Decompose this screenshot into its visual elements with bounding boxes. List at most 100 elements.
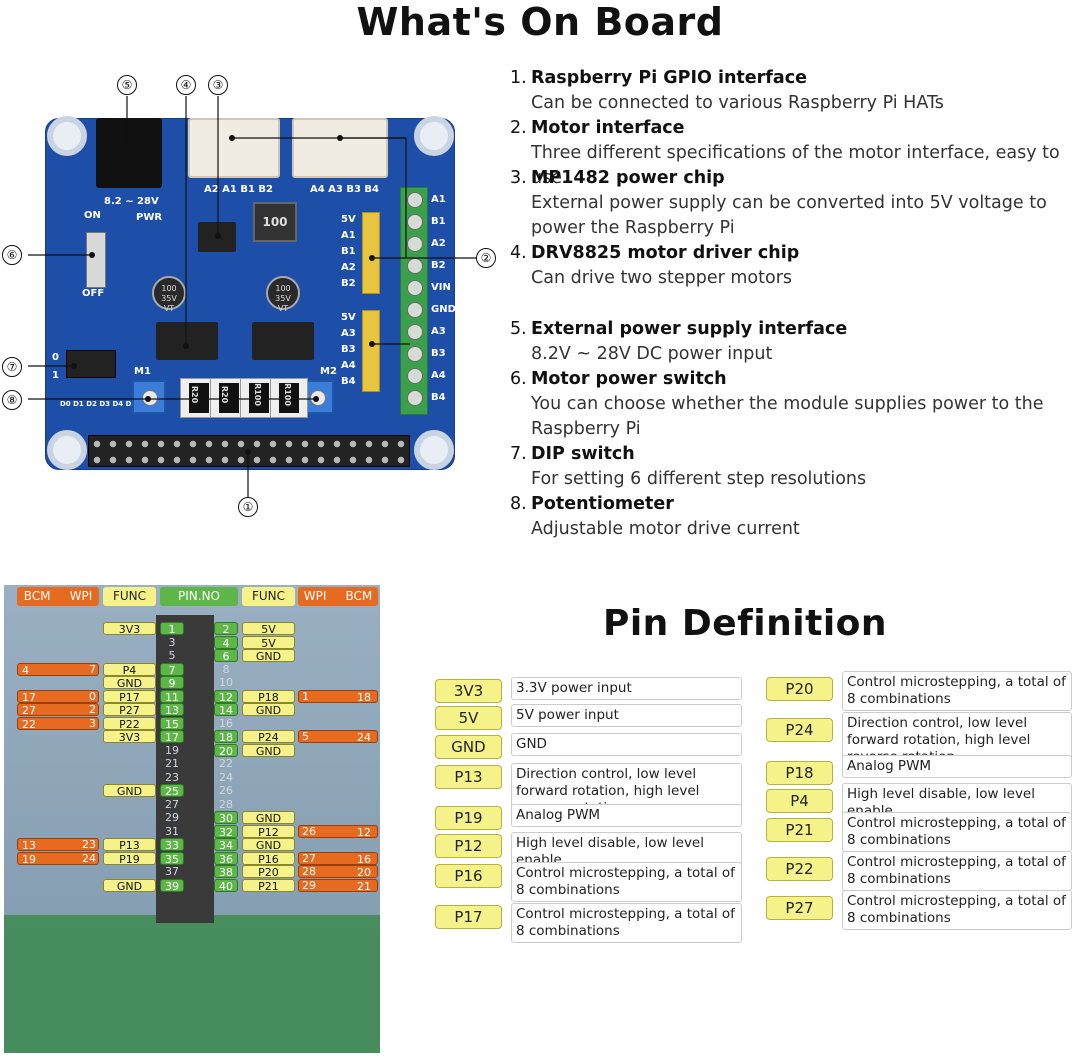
func-cell-right: P18: [242, 689, 295, 704]
func-cell-right: 5V: [242, 622, 295, 636]
feature-desc: For setting 6 different step resolutions: [531, 469, 867, 489]
feature-number: 3.: [510, 168, 527, 188]
power-switch: [86, 232, 106, 288]
header-label: A3: [341, 328, 356, 339]
drv8825-chip: [252, 322, 314, 360]
pin-number-right: 8: [222, 662, 230, 676]
pin-def-desc: Control microstepping, a total of 8 comb…: [842, 890, 1072, 930]
pin-def-desc: Control microstepping, a total of 8 comb…: [511, 903, 742, 943]
feature-desc: 8.2V ~ 28V DC power input: [531, 344, 773, 364]
hd-wpi: WPI: [69, 589, 93, 603]
switch-off-label: OFF: [82, 288, 105, 299]
callout-5: ⑤: [117, 75, 137, 95]
pin-number-left: 19: [165, 743, 179, 757]
pin-number-right: 4: [214, 635, 238, 650]
pin-def-desc: Control microstepping, a total of 8 comb…: [511, 862, 742, 902]
feature-desc: Can be connected to various Raspberry Pi…: [531, 93, 944, 113]
wpi-cell-right: 29: [302, 878, 316, 892]
bcm-cell: 17: [17, 689, 99, 704]
pin-number-left: 39: [160, 878, 184, 893]
pin-number-left: 5: [168, 649, 176, 662]
input-range-label: 8.2 ~ 28V: [104, 196, 159, 207]
board-illustration: 8.2 ~ 28V A2 A1 B1 B2 A4 A3 B3 B4 100 ON…: [0, 60, 500, 530]
col-header-wpi-bcm: WPI BCM: [298, 587, 378, 606]
header-label: 5V: [341, 214, 356, 225]
wpi-cell: 24: [82, 851, 96, 865]
wpi-bcm-cell-right: 12: [298, 824, 378, 839]
pin-number-left: 15: [160, 716, 184, 731]
screw-icon: [407, 280, 423, 296]
pin-number-left: 9: [160, 676, 184, 690]
pin-number-right: 16: [219, 716, 233, 730]
callout-lines: [28, 96, 477, 500]
drv8825-chip: [156, 322, 218, 360]
pin-number-left: 17: [160, 730, 184, 744]
callout-3: ③: [208, 75, 228, 95]
pin-header-bottom: [362, 310, 380, 392]
screw-icon: [407, 236, 423, 252]
feature-desc: Can drive two stepper motors: [531, 268, 793, 288]
pin-number-right: 38: [214, 865, 238, 879]
pin-def-label: P19: [435, 806, 502, 830]
wpi-bcm-cell-right: 24: [298, 730, 378, 744]
func-cell: 3V3: [103, 622, 156, 636]
feature-number: 7.: [510, 444, 527, 464]
func-cell: P22: [103, 716, 156, 731]
hd-wpi-r: WPI: [303, 589, 327, 603]
pin-def-label: P13: [435, 765, 502, 789]
mount-hole: [47, 116, 87, 156]
pin-def-label: P18: [766, 761, 833, 785]
pin-def-desc: 5V power input: [511, 704, 742, 727]
pin-def-label: P22: [766, 857, 833, 881]
feature-name: Motor power switch: [531, 369, 727, 389]
wpi-cell: 7: [89, 662, 96, 676]
pin-def-desc: GND: [511, 733, 742, 756]
pin-number-right: 40: [214, 878, 238, 893]
func-cell-right: P21: [242, 878, 295, 893]
pin-number-right: 24: [219, 770, 233, 784]
pin-number-right: 10: [219, 676, 233, 689]
callout-6: ⑥: [2, 245, 22, 265]
pin-number-right: 20: [214, 743, 238, 758]
pin-def-desc: Control microstepping, a total of 8 comb…: [842, 671, 1072, 711]
feature-name: Potentiometer: [531, 494, 674, 514]
wpi-cell: 23: [82, 838, 96, 851]
capacitor: 100 35V VT: [266, 276, 300, 313]
pwr-label: PWR: [136, 212, 163, 223]
screw-icon: [407, 324, 423, 340]
func-cell: GND: [103, 676, 156, 690]
terminal-label: A3: [431, 326, 446, 337]
func-cell: P27: [103, 703, 156, 717]
callout-1: ①: [238, 497, 258, 517]
pin-number-left: 37: [165, 865, 179, 878]
wpi-bcm-cell-right: 18: [298, 689, 378, 704]
bcm-cell: 19: [17, 851, 99, 866]
pin-number-right: 26: [219, 784, 233, 797]
pin-number-left: 7: [160, 662, 184, 677]
feature-number: 8.: [510, 494, 527, 514]
raspberry-pi-bg: [4, 915, 380, 1053]
motor1-label: M1: [134, 366, 151, 377]
func-cell-right: GND: [242, 743, 295, 758]
screw-icon: [407, 192, 423, 208]
feature-desc: You can choose whether the module suppli…: [531, 394, 1044, 439]
capacitor: 100 35V VT: [152, 276, 186, 313]
func-cell-right: GND: [242, 703, 295, 717]
func-cell-right: 5V: [242, 635, 295, 650]
terminal-label: A1: [431, 194, 446, 205]
screw-terminal: [400, 187, 428, 415]
func-cell-right: P24: [242, 730, 295, 744]
page-title: What's On Board: [356, 0, 724, 44]
callout-8: ⑧: [2, 390, 22, 410]
func-cell: P17: [103, 689, 156, 704]
dip-zero-label: 0: [52, 352, 59, 363]
pin-number-right: 18: [214, 730, 238, 744]
func-cell: P19: [103, 851, 156, 866]
pin-def-label: P17: [435, 905, 502, 929]
pin-number-left: 31: [165, 824, 179, 838]
func-cell: P13: [103, 838, 156, 852]
wpi-cell-right: 1: [302, 689, 309, 703]
header-label: B1: [341, 246, 356, 257]
hd-bcm: BCM: [23, 589, 51, 603]
pin-def-desc: Control microstepping, a total of 8 comb…: [842, 851, 1072, 891]
